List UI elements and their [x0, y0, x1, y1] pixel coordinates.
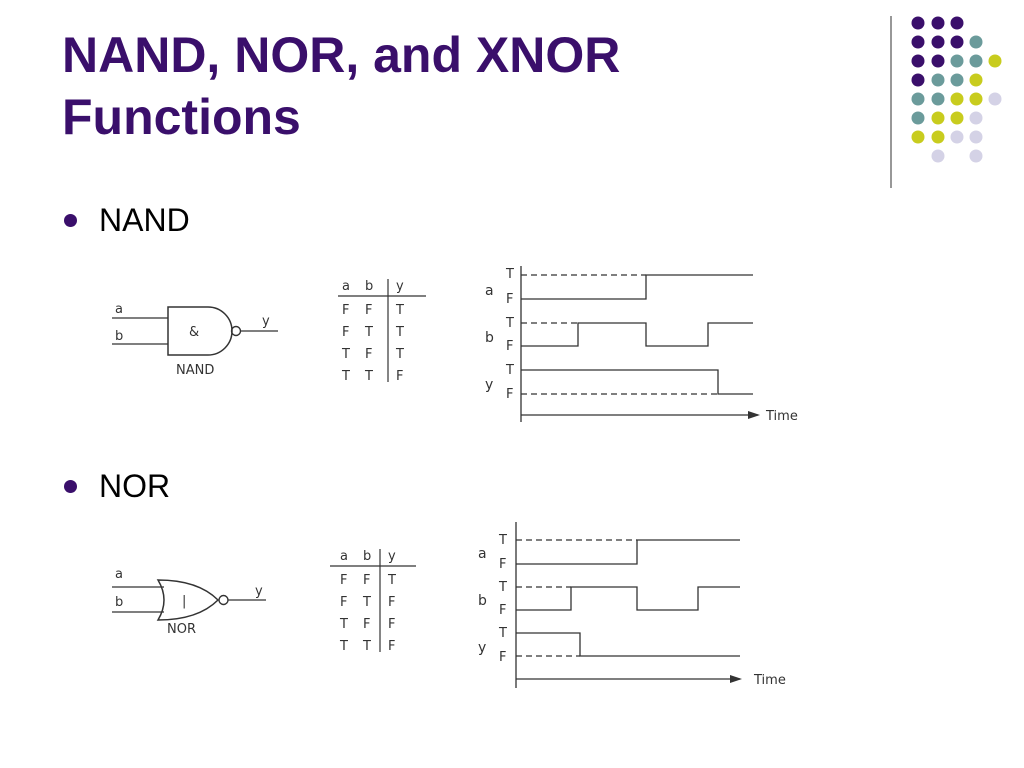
nand-gate-inversion-bubble [230, 325, 242, 337]
bullet-nor: NOR [64, 468, 170, 505]
nand-timing-signal-y-name: y [485, 377, 493, 393]
nand-gate-diagram: a b y & NAND [112, 302, 278, 378]
nor-gate-caption: NOR [167, 622, 196, 637]
nor-timing-signal-a-name: a [478, 546, 487, 562]
slide-title-line-1: NAND, NOR, and XNOR [62, 27, 621, 83]
nor-table-header-y: y [388, 549, 396, 564]
nor-timing-y-high: T [498, 626, 507, 641]
slide-title: NAND, NOR, and XNOR Functions [62, 24, 620, 148]
nand-timing-a-high: T [505, 267, 514, 282]
nor-gate-inversion-bubble [218, 594, 229, 606]
nand-table-header-y: y [396, 279, 404, 294]
nor-timing-b-high: T [498, 580, 507, 595]
nor-gate-input-b-label: b [115, 595, 123, 610]
nand-timing-waveform-b [521, 322, 753, 347]
nor-table-cell: T [339, 617, 348, 632]
nand-gate-caption: NAND [176, 363, 214, 378]
nand-timing-waveform-y [521, 369, 753, 395]
nand-timing-a-low: F [506, 292, 513, 307]
nand-gate-body [167, 306, 233, 356]
nor-table-cell: F [363, 573, 370, 588]
nor-table-cell: F [388, 595, 395, 610]
nand-timing-signal-b-name: b [485, 330, 494, 346]
nand-gate-output-label: y [262, 314, 270, 329]
nand-timing-axis-label: Time [765, 409, 798, 424]
nor-gate-body [156, 579, 220, 621]
nand-table-cell: T [364, 369, 373, 384]
nand-gate-input-b-label: b [115, 329, 123, 344]
nand-timing-b-high: T [505, 316, 514, 331]
nand-timing-waveform-a [521, 274, 753, 300]
nor-table-cell: F [363, 617, 370, 632]
nor-timing-signal-y-name: y [478, 640, 486, 656]
nand-table-cell: F [396, 369, 403, 384]
nor-table-cell: T [362, 639, 371, 654]
nor-gate-diagram: a b y | NOR [112, 567, 266, 637]
nand-table-cell: T [364, 325, 373, 340]
nor-timing-signal-b-name: b [478, 593, 487, 609]
nand-table-cell: F [365, 347, 372, 362]
nand-table-cell: T [341, 347, 350, 362]
nor-timing-a-high: T [498, 533, 507, 548]
nor-timing-diagram: Time a T F b T F y T F [478, 522, 786, 688]
nor-gate-output-label: y [255, 584, 263, 599]
bullet-label-nand: NAND [99, 202, 190, 238]
nand-table-cell: T [395, 347, 404, 362]
nand-gate-input-a-label: a [115, 302, 123, 317]
nor-gate-symbol: | [182, 594, 186, 609]
nand-gate-symbol: & [189, 325, 199, 340]
nand-timing-axis-arrow [748, 411, 760, 419]
nor-timing-waveform-y [516, 632, 740, 657]
nand-table-header-b: b [365, 279, 373, 294]
bullet-dot-icon [64, 480, 77, 493]
nor-timing-y-low: F [499, 650, 506, 665]
nor-table-cell: F [340, 573, 347, 588]
nand-table-cell: T [341, 369, 350, 384]
nor-timing-waveform-a [516, 539, 740, 565]
nor-timing-waveform-b [516, 586, 740, 611]
nand-table-header-a: a [342, 279, 350, 294]
bullet-label-nor: NOR [99, 468, 171, 504]
nand-table-cell: F [365, 303, 372, 318]
nor-table-cell: T [339, 639, 348, 654]
nand-table-cell: F [342, 303, 349, 318]
nor-table-header-b: b [363, 549, 371, 564]
nor-timing-a-low: F [499, 557, 506, 572]
nor-table-cell: F [388, 617, 395, 632]
dot-grid-dots [911, 16, 1002, 163]
nor-table-cell: T [362, 595, 371, 610]
nor-table-header-a: a [340, 549, 348, 564]
decorative-dot-grid [890, 16, 1002, 188]
nor-gate-input-a-label: a [115, 567, 123, 582]
nor-table-cell: F [388, 639, 395, 654]
nor-timing-axis-arrow [730, 675, 742, 683]
bullet-dot-icon [64, 214, 77, 227]
nand-timing-y-low: F [506, 387, 513, 402]
nor-table-cell: T [387, 573, 396, 588]
nor-truth-table: a b y F F T F T F T F F T T F [330, 549, 416, 654]
nand-table-cell: F [342, 325, 349, 340]
nand-table-cell: T [395, 325, 404, 340]
nor-timing-b-low: F [499, 603, 506, 618]
nand-table-cell: T [395, 303, 404, 318]
slide-title-line-2: Functions [62, 89, 301, 145]
nand-timing-signal-a-name: a [485, 283, 494, 299]
nand-timing-diagram: Time a T F b T F y T F [485, 266, 798, 424]
nand-truth-table: a b y F F T F T T T F T T T F [338, 279, 426, 384]
nand-timing-y-high: T [505, 363, 514, 378]
nand-timing-b-low: F [506, 339, 513, 354]
nor-table-cell: F [340, 595, 347, 610]
bullet-nand: NAND [64, 202, 190, 239]
nor-timing-axis-label: Time [753, 673, 786, 688]
